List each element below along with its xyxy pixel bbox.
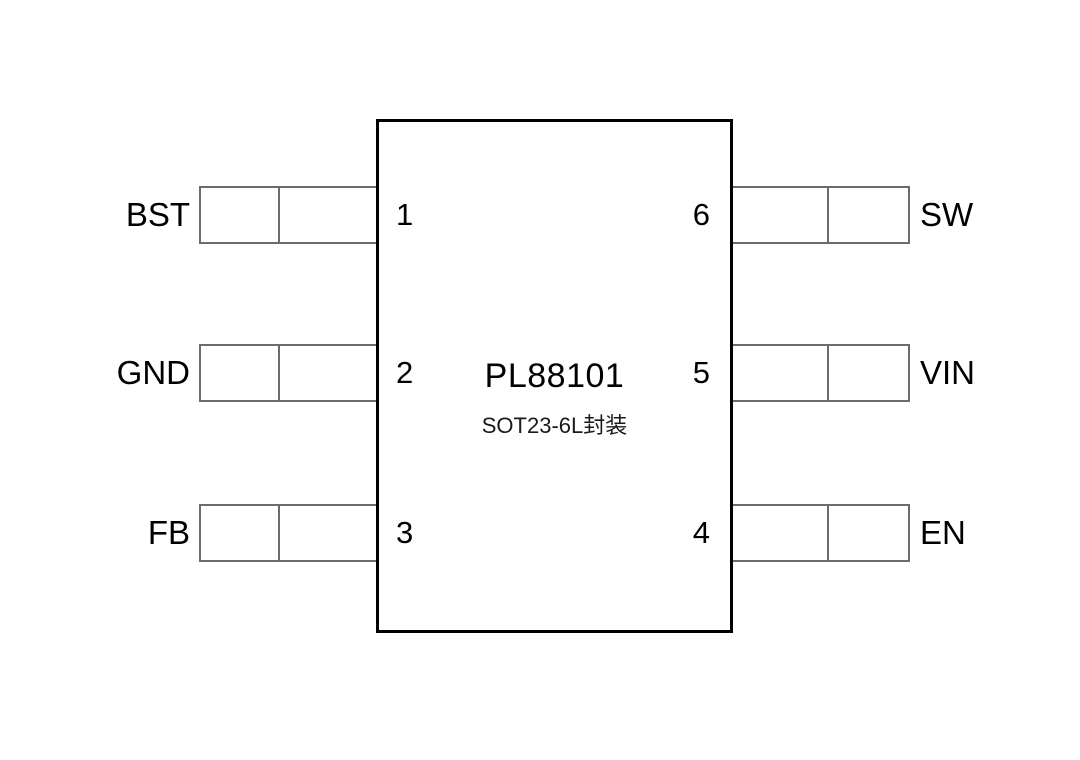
pin-number-5: 5 (692, 355, 710, 390)
pin-number-2: 2 (396, 355, 414, 390)
pin-label-fb: FB (147, 514, 190, 551)
pin-lead-outer-segment (199, 504, 280, 562)
pin-lead-5 (731, 344, 910, 402)
pin-lead-3 (199, 504, 378, 562)
part-number-label: PL88101 (484, 357, 625, 395)
pin-lead-inner-segment (731, 504, 829, 562)
pin-label-en: EN (920, 514, 966, 551)
pin-label-sw: SW (920, 196, 974, 233)
package-type-label: SOT23-6L封装 (481, 413, 628, 438)
pin-lead-inner-segment (280, 344, 378, 402)
pin-lead-outer-segment (829, 504, 910, 562)
pin-lead-outer-segment (829, 344, 910, 402)
pin-lead-outer-segment (829, 186, 910, 244)
pin-lead-1 (199, 186, 378, 244)
pin-lead-2 (199, 344, 378, 402)
pin-lead-outer-segment (199, 344, 280, 402)
pin-lead-inner-segment (731, 186, 829, 244)
pin-lead-inner-segment (280, 504, 378, 562)
pin-label-bst: BST (125, 196, 190, 233)
pin-number-3: 3 (396, 515, 414, 550)
pin-lead-inner-segment (731, 344, 829, 402)
pin-number-1: 1 (396, 197, 414, 232)
ic-body-outline (376, 119, 733, 633)
pin-lead-4 (731, 504, 910, 562)
pin-number-4: 4 (692, 515, 710, 550)
pin-label-vin: VIN (920, 354, 976, 391)
pin-label-gnd: GND (116, 354, 190, 391)
pin-lead-inner-segment (280, 186, 378, 244)
pin-lead-outer-segment (199, 186, 280, 244)
pin-number-6: 6 (692, 197, 710, 232)
pin-lead-6 (731, 186, 910, 244)
